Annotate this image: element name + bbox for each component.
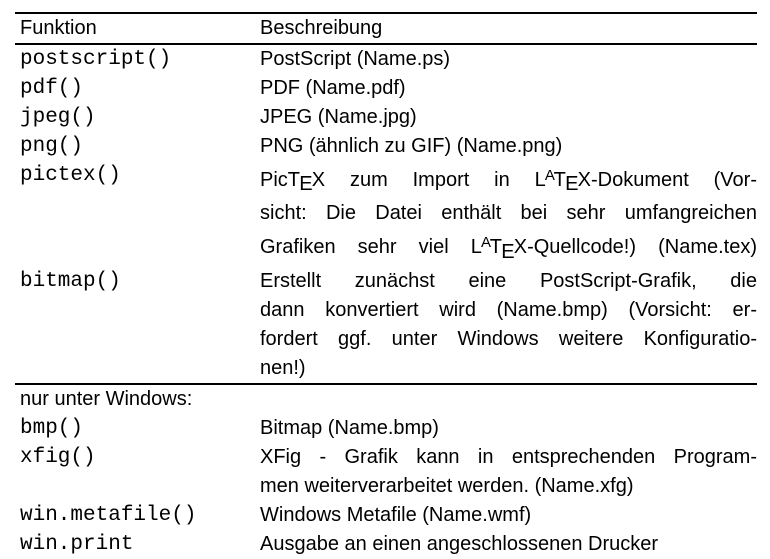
description-line: Windows Metafile (Name.wmf) bbox=[260, 503, 532, 526]
function-name-cell: pdf() bbox=[20, 77, 84, 100]
description-line: fordert ggf. unter Windows weitere Konfi… bbox=[260, 327, 757, 350]
tex-logo-letter: E bbox=[299, 173, 313, 196]
function-name-cell: xfig() bbox=[20, 445, 96, 469]
latex-logo-letter: A bbox=[480, 234, 491, 252]
table-row: xfig() XFig - Grafik kann in entsprechend… bbox=[15, 443, 757, 501]
description-line: JPEG (Name.jpg) bbox=[260, 106, 417, 128]
description-line: nen!) bbox=[260, 356, 306, 379]
description-line: PDF (Name.pdf) bbox=[260, 77, 406, 99]
description-cell: PNG (ähnlich zu GIF) (Name.png) bbox=[260, 132, 757, 161]
function-name-cell: postscript() bbox=[20, 48, 172, 71]
table-body-main: postscript() PostScript (Name.ps) pdf() PDF… bbox=[0, 45, 770, 383]
table-row: postscript() PostScript (Name.ps) bbox=[15, 45, 757, 74]
description-cell: Erstellt zunächst eine PostScript-Grafik… bbox=[260, 267, 757, 383]
function-name-cell: win.print bbox=[20, 532, 134, 556]
description-cell: JPEG (Name.jpg) bbox=[260, 103, 757, 132]
tex-logo-letter: E bbox=[565, 173, 579, 196]
description-line: Ausgabe an einen angeschlossenen Drucker bbox=[260, 532, 659, 555]
table-row: win.metafile() Windows Metafile (Name.wmf… bbox=[15, 501, 757, 530]
function-name-cell: jpeg() bbox=[20, 106, 96, 129]
description-line: XFig - Grafik kann in entsprechenden Pro… bbox=[260, 445, 757, 468]
description-cell: XFig - Grafik kann in entsprechenden Pro… bbox=[260, 443, 757, 501]
table-row: png() PNG (ähnlich zu GIF) (Name.png) bbox=[15, 132, 757, 161]
column-header-beschreibung: Beschreibung bbox=[260, 17, 383, 39]
description-line: men weiterverarbeitet werden. (Name.xfg) bbox=[260, 474, 634, 497]
table-header-row: Funktion Beschreibung bbox=[15, 14, 757, 43]
table-row: bitmap() Erstellt zunächst eine PostScrip… bbox=[15, 267, 757, 383]
table-section-rule bbox=[15, 382, 757, 385]
description-line: Grafiken sehr viel LATEX-Quellcode!) (Na… bbox=[260, 234, 757, 263]
tex-logo-letter: E bbox=[501, 240, 515, 263]
column-header-funktion: Funktion bbox=[20, 17, 97, 39]
description-line: sicht: Die Datei enthält bei sehr umfang… bbox=[260, 202, 757, 225]
table-row: jpeg() JPEG (Name.jpg) bbox=[15, 103, 757, 132]
table-row: pictex() PicTEX zum Import in LATEX-Dokum… bbox=[15, 161, 757, 267]
description-line: PNG (ähnlich zu GIF) (Name.png) bbox=[260, 135, 563, 157]
table-row: bmp() Bitmap (Name.bmp) bbox=[15, 414, 757, 443]
function-name-cell: png() bbox=[20, 135, 84, 158]
description-cell: Bitmap (Name.bmp) bbox=[260, 414, 757, 443]
description-cell: PostScript (Name.ps) bbox=[260, 45, 757, 74]
table-top-rule bbox=[15, 12, 757, 14]
section-label-windows: nur unter Windows: bbox=[20, 387, 193, 410]
table-header-rule bbox=[15, 43, 757, 45]
function-name-cell: pictex() bbox=[20, 164, 121, 187]
description-line: dann konvertiert wird (Name.bmp) (Vorsic… bbox=[260, 298, 757, 321]
description-line: Erstellt zunächst eine PostScript-Grafik… bbox=[260, 269, 757, 292]
description-cell: Ausgabe an einen angeschlossenen Drucker bbox=[260, 530, 757, 559]
description-line: Bitmap (Name.bmp) bbox=[260, 416, 439, 439]
table-row: win.print Ausgabe an einen angeschlossene… bbox=[15, 530, 757, 559]
description-line: PicTEX zum Import in LATEX-Dokument (Vor… bbox=[260, 167, 757, 196]
description-cell: PicTEX zum Import in LATEX-Dokument (Vor… bbox=[260, 161, 757, 267]
function-name-cell: win.metafile() bbox=[20, 503, 197, 527]
table-body-windows: bmp() Bitmap (Name.bmp) xfig() XFig - Grafi… bbox=[0, 414, 770, 559]
function-name-cell: bmp() bbox=[20, 416, 84, 440]
description-cell: Windows Metafile (Name.wmf) bbox=[260, 501, 757, 530]
description-cell: PDF (Name.pdf) bbox=[260, 74, 757, 103]
table-row: pdf() PDF (Name.pdf) bbox=[15, 74, 757, 103]
latex-logo-letter: A bbox=[544, 167, 555, 184]
description-line: PostScript (Name.ps) bbox=[260, 48, 451, 70]
function-name-cell: bitmap() bbox=[20, 269, 121, 293]
